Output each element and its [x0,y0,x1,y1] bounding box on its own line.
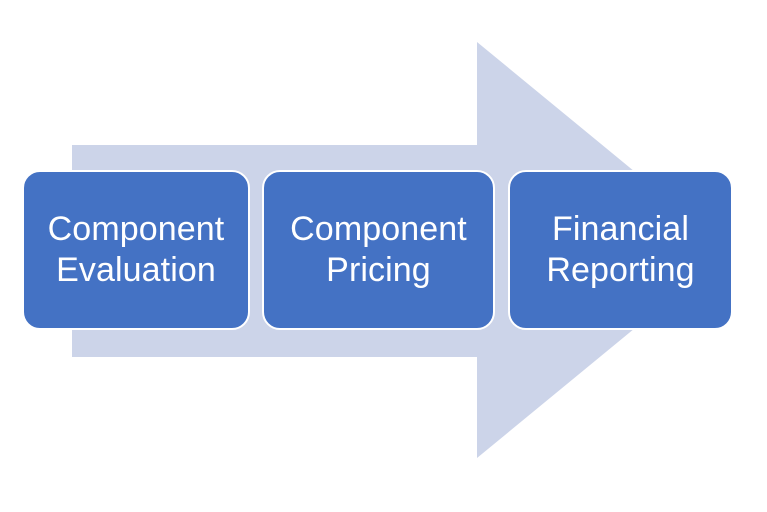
step-box-component-evaluation[interactable]: Component Evaluation [22,170,250,330]
step-box-component-pricing[interactable]: Component Pricing [262,170,495,330]
step-label-component-evaluation: Component Evaluation [47,209,225,289]
step-label-financial-reporting: Financial Reporting [546,209,695,289]
step-box-financial-reporting[interactable]: Financial Reporting [508,170,733,330]
step-label-component-pricing: Component Pricing [290,209,467,289]
